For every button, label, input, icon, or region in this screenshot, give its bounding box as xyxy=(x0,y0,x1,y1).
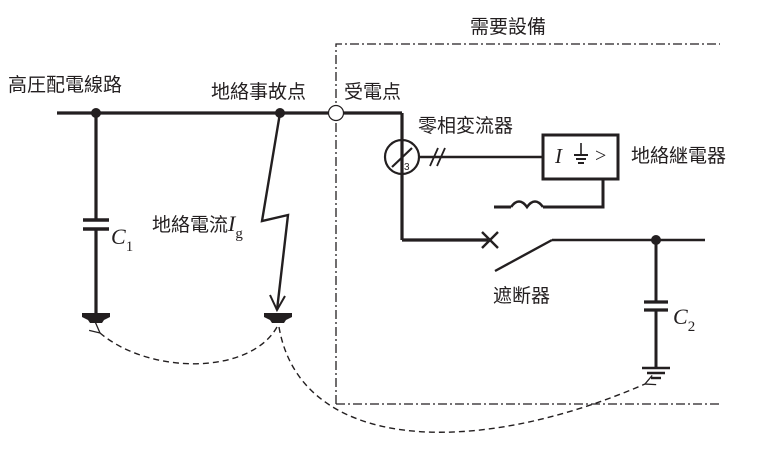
two-wire-mark-icon xyxy=(429,147,446,167)
zct-icon: 3 xyxy=(383,138,421,176)
fault-arrow-head xyxy=(269,294,286,313)
c2-subscript: 2 xyxy=(687,319,696,335)
c1-symbol: C xyxy=(111,224,126,249)
relay-current-symbol: I xyxy=(555,144,562,168)
zct-turns-number: 3 xyxy=(404,162,410,173)
demand-facility-label: 需要設備 xyxy=(470,16,547,38)
ground-icon-c2 xyxy=(642,366,670,380)
trip-coil-icon xyxy=(509,200,545,210)
relay-greater-than-symbol: > xyxy=(595,145,607,167)
ground-current-text: 地絡電流 xyxy=(152,214,229,236)
ground-current-subscript: g xyxy=(235,226,243,242)
ground-current-symbol: I xyxy=(228,211,236,236)
c2-symbol: C xyxy=(673,304,688,329)
distribution-line-label: 高圧配電線路 xyxy=(8,74,123,96)
demand-facility-boundary xyxy=(335,43,720,405)
receiving-point-marker xyxy=(327,104,345,122)
ground-icon-fault xyxy=(264,313,292,323)
ground-icon-c1 xyxy=(82,313,110,323)
ground-relay-box xyxy=(541,133,620,181)
trip-circuit-wire xyxy=(543,179,605,209)
fault-point-label: 地絡事故点 xyxy=(211,81,307,103)
c1-subscript: 1 xyxy=(125,239,134,255)
breaker-blade xyxy=(494,238,553,273)
ground-current-label: 地絡電流Ig xyxy=(152,211,243,242)
receiving-point-label: 受電点 xyxy=(344,81,402,103)
ground-relay-label: 地絡継電器 xyxy=(631,145,727,167)
breaker-x-icon xyxy=(481,231,499,249)
breaker-label: 遮断器 xyxy=(493,285,551,307)
zct-label: 零相変流器 xyxy=(418,115,514,137)
c2-label: C2 xyxy=(673,304,695,335)
relay-ground-symbol-icon xyxy=(574,143,588,164)
c1-label: C1 xyxy=(111,224,133,255)
return-path-to-c1 xyxy=(100,327,278,365)
fault-current-path xyxy=(260,112,290,311)
return-path-to-c2 xyxy=(278,326,645,433)
